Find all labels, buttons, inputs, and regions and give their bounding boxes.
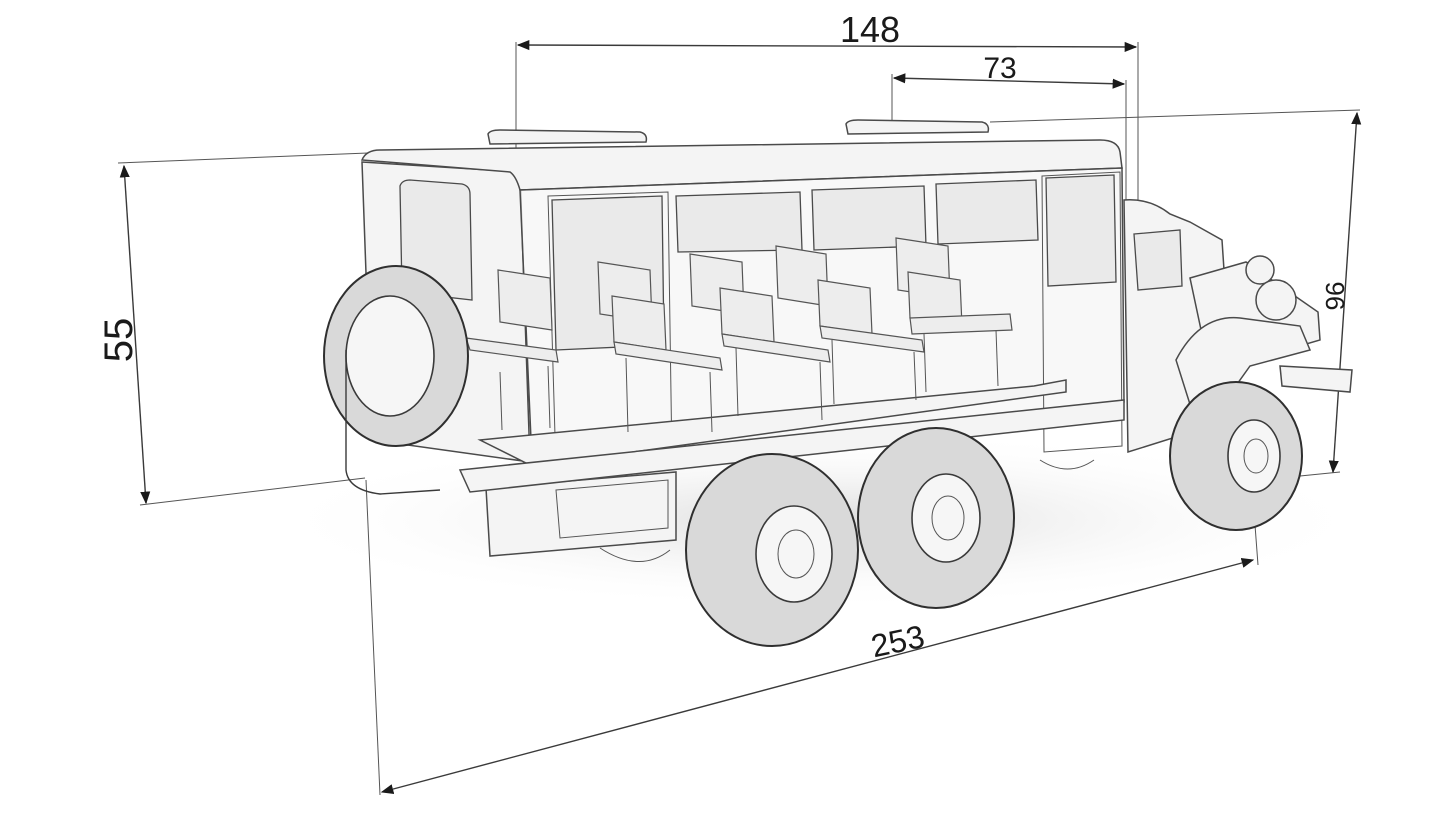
floor [477, 379, 1067, 467]
storage-box [485, 471, 677, 557]
seats [465, 237, 1013, 433]
truck-model [323, 119, 1353, 647]
front-wheel [1169, 381, 1303, 531]
roof-hatch-front [845, 119, 990, 135]
front-door-window [1045, 174, 1117, 287]
label-253: 253 [868, 618, 928, 664]
dimension-253 [365, 479, 1259, 796]
side-window-3 [935, 179, 1039, 245]
hidden-wheels [599, 459, 1095, 562]
front-bumper [1279, 365, 1353, 393]
spare-wheel [323, 265, 469, 495]
roof [360, 139, 1123, 191]
roof-hatch-rear [487, 129, 648, 145]
label-73: 73 [983, 52, 1016, 85]
label-96: 96 [1320, 282, 1350, 311]
cab-window [1133, 229, 1183, 291]
front-side-door [1041, 171, 1123, 453]
label-148: 148 [840, 9, 900, 50]
chassis-rail [458, 399, 1125, 493]
dimension-73 [891, 73, 1127, 205]
side-window-1 [675, 191, 803, 253]
dimension-55 [117, 152, 369, 506]
air-filter [1245, 255, 1275, 285]
dimension-96 [989, 109, 1362, 477]
rear-wheel-1 [685, 453, 859, 647]
label-55: 55 [97, 318, 141, 363]
rear-wheel-2 [857, 427, 1015, 609]
engine-intake [1255, 279, 1297, 321]
